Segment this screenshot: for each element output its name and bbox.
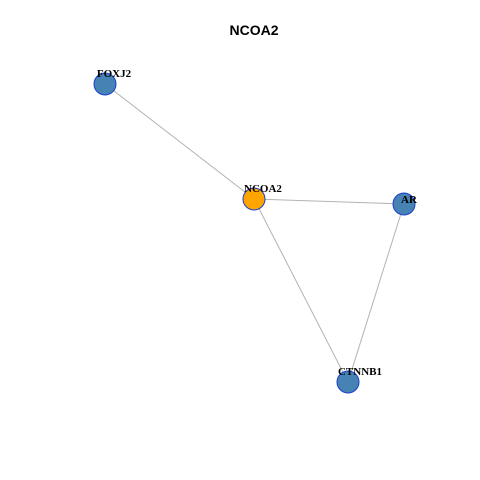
node-label: FOXJ2	[97, 68, 132, 80]
node-ncoa2: NCOA2	[242, 183, 282, 211]
node-circle	[93, 72, 117, 96]
graph-title: NCOA2	[229, 22, 278, 38]
edge-ar-ctnnb1	[347, 203, 405, 383]
edge-ncoa2-ar	[253, 198, 405, 205]
node-circle	[392, 192, 416, 216]
node-label: NCOA2	[244, 183, 282, 195]
node-ctnnb1: CTNNB1	[336, 366, 382, 394]
edge-layer	[104, 83, 405, 383]
node-foxj2: FOXJ2	[93, 68, 132, 96]
node-label: CTNNB1	[338, 366, 382, 378]
node-ar: AR	[392, 192, 418, 216]
node-label: AR	[401, 194, 418, 206]
edge-ncoa2-ctnnb1	[253, 198, 349, 383]
node-circle	[336, 370, 360, 394]
node-circle	[242, 187, 266, 211]
edge-foxj2-ncoa2	[104, 83, 255, 200]
